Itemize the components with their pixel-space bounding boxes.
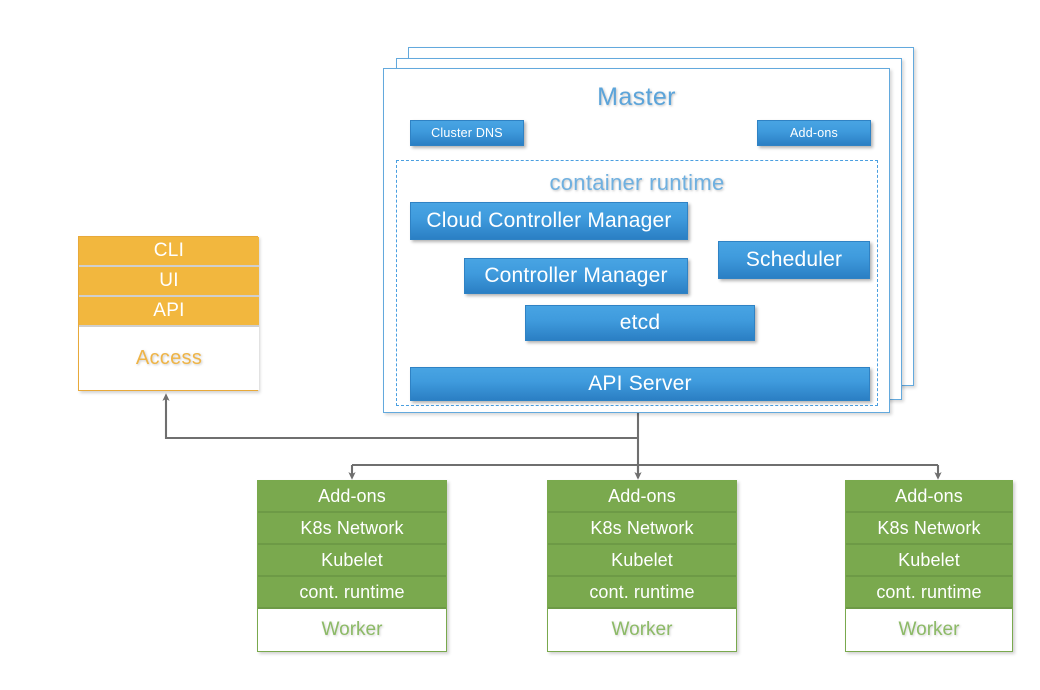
worker-node-label: Worker xyxy=(548,609,736,651)
access-panel-label: Access xyxy=(79,327,259,390)
worker-layer-kubelet[interactable]: Kubelet xyxy=(548,545,736,577)
container-runtime-region xyxy=(396,160,878,406)
worker-layer-k8s-network[interactable]: K8s Network xyxy=(258,513,446,545)
controller-manager-box[interactable]: Controller Manager xyxy=(464,258,688,294)
access-row-api[interactable]: API xyxy=(79,297,259,327)
worker-layer-k8s-network[interactable]: K8s Network xyxy=(548,513,736,545)
worker-layer-cont-runtime[interactable]: cont. runtime xyxy=(548,577,736,609)
etcd-box[interactable]: etcd xyxy=(525,305,755,341)
worker-node-label: Worker xyxy=(258,609,446,651)
master-add-ons-box[interactable]: Add-ons xyxy=(757,120,871,146)
access-panel[interactable]: CLI UI API Access xyxy=(78,236,259,391)
scheduler-box[interactable]: Scheduler xyxy=(718,241,870,279)
worker-node-3[interactable]: Add-ons K8s Network Kubelet cont. runtim… xyxy=(845,480,1013,652)
worker-layer-add-ons[interactable]: Add-ons xyxy=(258,481,446,513)
worker-node-2[interactable]: Add-ons K8s Network Kubelet cont. runtim… xyxy=(547,480,737,652)
worker-layer-add-ons[interactable]: Add-ons xyxy=(548,481,736,513)
worker-layer-cont-runtime[interactable]: cont. runtime xyxy=(258,577,446,609)
worker-layer-kubelet[interactable]: Kubelet xyxy=(258,545,446,577)
worker-node-label: Worker xyxy=(846,609,1012,651)
worker-layer-cont-runtime[interactable]: cont. runtime xyxy=(846,577,1012,609)
master-title: Master xyxy=(597,82,676,111)
worker-layer-kubelet[interactable]: Kubelet xyxy=(846,545,1012,577)
container-runtime-title: container runtime xyxy=(549,170,725,195)
worker-node-1[interactable]: Add-ons K8s Network Kubelet cont. runtim… xyxy=(257,480,447,652)
worker-layer-k8s-network[interactable]: K8s Network xyxy=(846,513,1012,545)
worker-layer-add-ons[interactable]: Add-ons xyxy=(846,481,1012,513)
access-row-cli[interactable]: CLI xyxy=(79,237,259,267)
cluster-dns-box[interactable]: Cluster DNS xyxy=(410,120,524,146)
api-server-box[interactable]: API Server xyxy=(410,367,870,401)
access-row-ui[interactable]: UI xyxy=(79,267,259,297)
cloud-controller-manager-box[interactable]: Cloud Controller Manager xyxy=(410,202,688,240)
